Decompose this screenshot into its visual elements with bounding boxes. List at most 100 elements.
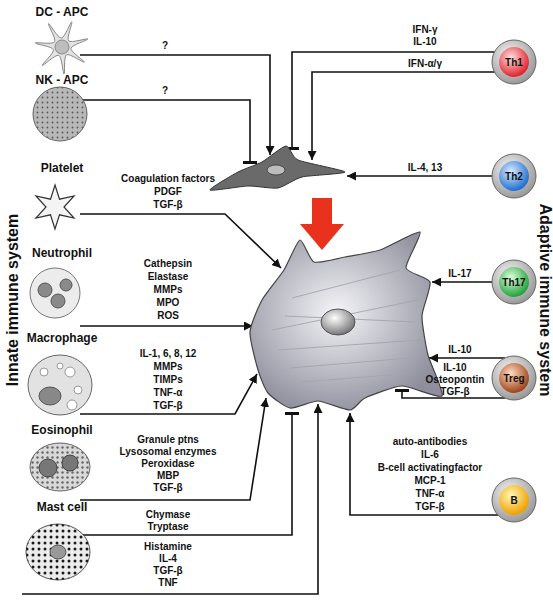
fibroblast-nucleus <box>267 165 285 175</box>
activation-line <box>350 413 505 515</box>
mediator-label: MPO <box>157 297 180 309</box>
myofibroblast-nucleus <box>321 309 355 335</box>
mediator-label: Cathepsin <box>144 258 192 270</box>
cell-membrane <box>492 356 536 400</box>
cell-membrane <box>492 154 536 198</box>
mediator-label: TNF-α <box>416 488 445 500</box>
activation-line <box>80 398 266 500</box>
activation-line <box>80 325 253 327</box>
differentiation-arrow <box>300 198 344 250</box>
mediator-label: Coagulation factors <box>121 173 215 185</box>
mediator-label: TGF-β <box>153 565 182 577</box>
mediator-label: IL-10 <box>413 36 436 48</box>
stress-fiber <box>278 340 420 350</box>
cell-membrane <box>492 40 536 84</box>
lymphocyte-name: Th1 <box>491 39 537 85</box>
mediator-label: Histamine <box>144 541 192 553</box>
mast-cell-granules <box>26 524 90 580</box>
mediator-label: Elastase <box>148 271 189 283</box>
signal-lines <box>22 52 505 594</box>
cell-membrane <box>492 260 536 304</box>
lymphocyte-name: Th17 <box>491 259 537 305</box>
vacuole <box>40 368 48 376</box>
cell-heading: Platelet <box>12 160 112 176</box>
lymphocyte-name: B <box>491 477 537 523</box>
mediator-label: TGF-β <box>153 400 182 412</box>
lymphocyte-circle: Th1 <box>491 39 537 85</box>
stress-fiber <box>290 358 410 368</box>
inhibition-line <box>292 52 505 150</box>
vacuole <box>67 400 77 410</box>
dendritic-cell <box>35 22 88 74</box>
mediator-label: IL-1, 6, 8, 12 <box>140 348 197 360</box>
mediator-label: PDGF <box>154 186 182 198</box>
mediator-label: MMPs <box>154 361 183 373</box>
mediator-label: Granule ptns <box>137 434 199 446</box>
mediator-label: MCP-1 <box>414 475 445 487</box>
cell-heading: NK - APC <box>12 72 112 88</box>
lymphocyte-circle: Th2 <box>491 153 537 199</box>
lymphocyte-circle: Th17 <box>491 259 537 305</box>
lymphocyte-circle: B <box>491 477 537 523</box>
immune-cell: Neutrophil <box>12 245 112 325</box>
mediator-label: TGF-β <box>153 199 182 211</box>
unknown-mark: ? <box>162 85 168 97</box>
cell-heading: Macrophage <box>12 330 112 346</box>
cell-nucleus <box>38 283 52 297</box>
mediator-label: TGF-β <box>153 482 182 494</box>
nk-cell-texture <box>33 87 87 141</box>
mediator-label: TGF-β <box>440 386 469 398</box>
mast-cell <box>26 524 90 580</box>
lymphocyte-name: Th2 <box>491 153 537 199</box>
immune-cell: Macrophage <box>12 330 112 420</box>
mediator-label: IL-6 <box>421 449 439 461</box>
cell-membrane <box>492 478 536 522</box>
mediator-label: IL-17 <box>448 268 471 280</box>
activation-line <box>80 374 257 414</box>
cell-nucleus <box>39 459 57 477</box>
cell-nucleus <box>55 40 69 54</box>
eosinophil <box>30 443 90 491</box>
cell-nucleus <box>50 545 66 559</box>
vacuole <box>65 367 75 377</box>
immune-cell: DC - APC <box>12 4 112 70</box>
mediator-label: IFN-γ <box>413 24 438 36</box>
immune-cell: Eosinophil <box>12 422 112 498</box>
mediator-label: MMPs <box>154 284 183 296</box>
unknown-mark: ? <box>162 40 168 52</box>
mediator-label: TNF <box>158 577 177 589</box>
mediator-label: Peroxidase <box>141 458 194 470</box>
mediator-label: TGF-β <box>415 501 444 513</box>
activation-line <box>80 55 270 155</box>
stress-fiber <box>300 374 405 382</box>
eosinophil-granules <box>30 443 90 491</box>
mediator-label: auto-antibodies <box>393 436 467 448</box>
mediator-label: ROS <box>157 310 179 322</box>
mediator-label: IL-10 <box>448 344 471 356</box>
system-title: Adaptive immune system <box>536 204 553 397</box>
mediator-label: Chymase <box>146 509 190 521</box>
mediator-label: B-cell activatingfactor <box>378 462 482 474</box>
activation-line <box>429 357 505 359</box>
mediator-label: TNF-α <box>154 387 183 399</box>
myofibroblast <box>250 232 442 410</box>
vacuole <box>74 386 82 394</box>
immune-cell: NK - APC <box>12 72 112 144</box>
mediator-label: TIMPs <box>153 374 182 386</box>
cell-heading: Mast cell <box>12 499 112 515</box>
mediator-label: Osteopontin <box>426 374 485 386</box>
mediator-label: IL-10 <box>443 362 466 374</box>
cell-nucleus <box>51 294 65 308</box>
cell-heading: DC - APC <box>12 4 112 20</box>
neutrophil <box>30 268 80 318</box>
stress-fibers <box>272 270 420 382</box>
cell-heading: Eosinophil <box>12 422 112 438</box>
platelet <box>36 185 74 229</box>
stress-fiber <box>292 270 400 298</box>
nk-cell <box>33 87 87 141</box>
immune-cell: Mast cell <box>12 499 112 587</box>
mediator-label: Tryptase <box>147 521 188 533</box>
mediator-label: IL-4 <box>159 553 177 565</box>
inhibition-line <box>80 412 292 535</box>
mediator-label: MBP <box>157 470 179 482</box>
